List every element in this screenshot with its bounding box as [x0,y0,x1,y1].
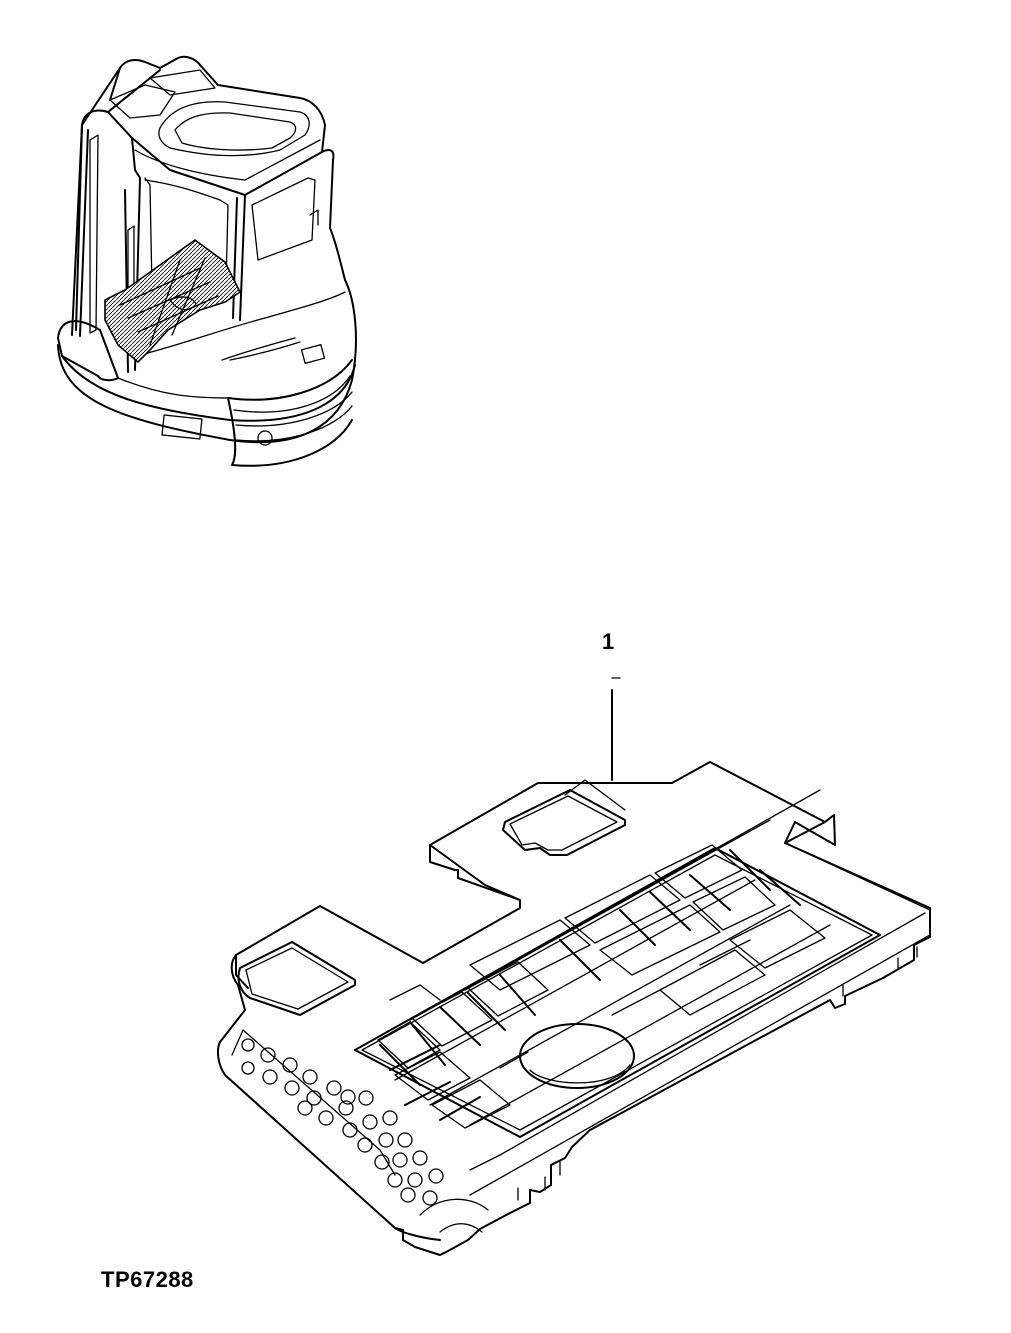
floor-mat-grid [354,789,881,1138]
callout-label-1: 1 [602,629,615,654]
floor-mat-perforations [241,1038,444,1206]
floor-mat-part-1 [216,761,931,1256]
excavator-cab-locator-view [57,55,357,467]
figure-id-label: TP67288 [101,1267,194,1292]
callout-leader-1 [611,677,621,781]
